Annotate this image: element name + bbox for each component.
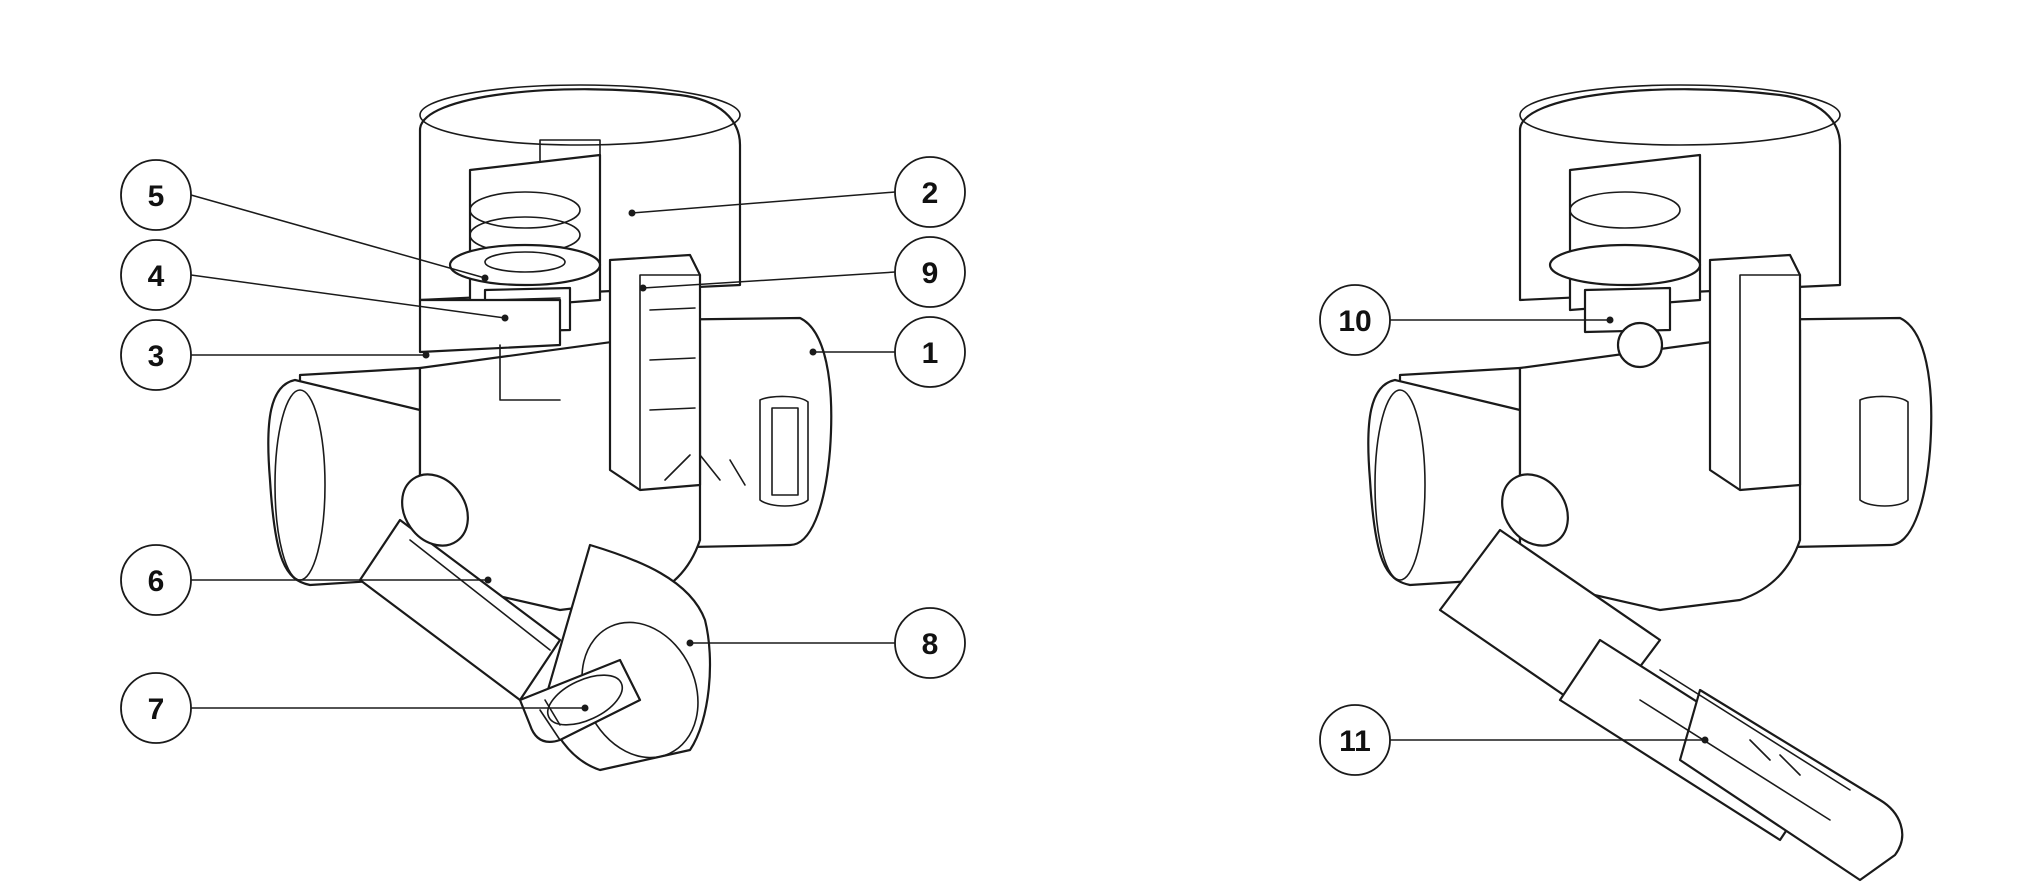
leader-dot-3 (422, 351, 430, 359)
callout-label-8: 8 (922, 628, 939, 661)
leader-line-9 (642, 271, 896, 289)
callout-2: 2 (628, 156, 966, 228)
callout-7: 7 (120, 672, 589, 744)
callout-label-1: 1 (922, 337, 939, 370)
callout-label-5: 5 (148, 180, 165, 213)
leader-dot-6 (484, 576, 492, 584)
callout-layer: 5 2 4 9 3 1 6 8 7 10 11 (120, 156, 1709, 776)
callout-1: 1 (809, 316, 966, 388)
callout-3: 3 (120, 319, 430, 391)
callout-bubble-7 (120, 672, 192, 744)
callout-9: 9 (639, 236, 966, 308)
callout-bubble-2 (894, 156, 966, 228)
leader-dot-5 (481, 274, 489, 282)
leader-dot-9 (639, 284, 647, 292)
callout-bubble-6 (120, 544, 192, 616)
callout-label-7: 7 (148, 693, 165, 726)
callout-bubble-11 (1319, 704, 1391, 776)
callout-bubble-10 (1319, 284, 1391, 356)
callout-bubble-8 (894, 607, 966, 679)
callout-label-10: 10 (1338, 305, 1371, 338)
callout-label-3: 3 (148, 340, 165, 373)
leader-dot-11 (1701, 736, 1709, 744)
callout-bubble-4 (120, 239, 192, 311)
callout-label-6: 6 (148, 565, 165, 598)
leader-line-5 (190, 194, 486, 279)
leader-line-2 (631, 191, 896, 214)
leader-dot-8 (686, 639, 694, 647)
steam-trap-right-view (1367, 84, 1933, 882)
leader-dot-7 (581, 704, 589, 712)
callout-bubble-1 (894, 316, 966, 388)
leader-line-4 (190, 274, 506, 319)
callout-5: 5 (120, 159, 489, 282)
leader-dot-10 (1606, 316, 1614, 324)
steam-trap-left-view (267, 84, 833, 772)
callout-11: 11 (1319, 704, 1709, 776)
leader-dot-1 (809, 348, 817, 356)
leader-dot-2 (628, 209, 636, 217)
leader-dot-4 (501, 314, 509, 322)
callout-8: 8 (686, 607, 966, 679)
callout-bubble-9 (894, 236, 966, 308)
callout-label-2: 2 (922, 177, 939, 210)
callout-label-9: 9 (922, 257, 939, 290)
callout-label-11: 11 (1339, 725, 1371, 758)
callout-4: 4 (120, 239, 509, 322)
callout-label-4: 4 (148, 260, 165, 293)
callout-bubble-3 (120, 319, 192, 391)
callout-bubble-5 (120, 159, 192, 231)
callout-10: 10 (1319, 284, 1614, 356)
callout-6: 6 (120, 544, 492, 616)
